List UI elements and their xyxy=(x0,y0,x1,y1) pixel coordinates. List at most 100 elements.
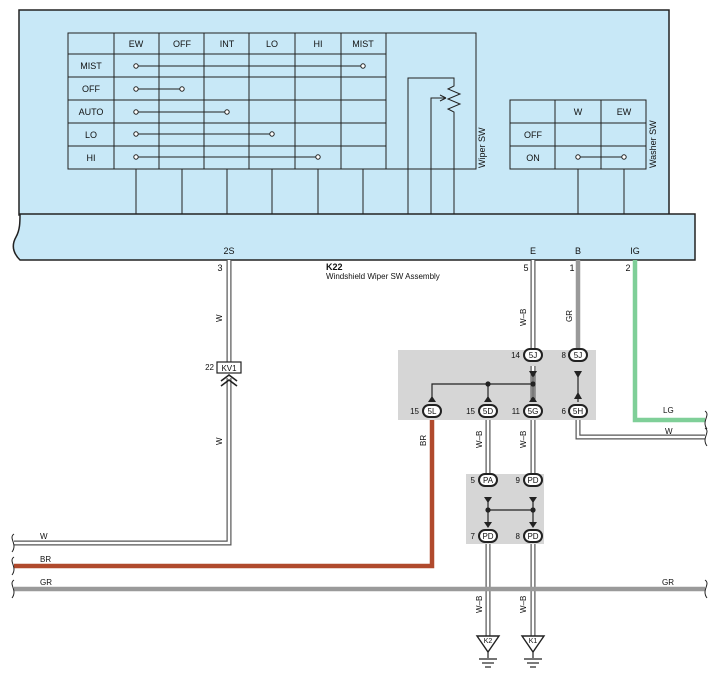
svg-text:PD: PD xyxy=(527,476,538,485)
connector-pa: PA xyxy=(478,473,498,487)
wire-label-gr-3: GR xyxy=(662,578,674,587)
wiper-col-mist: MIST xyxy=(352,39,374,49)
connector-kv1: KV1 xyxy=(216,361,242,387)
wiper-sw-label: Wiper SW xyxy=(477,127,487,168)
wire-color-labels: W W W–B GR BR W–B W–B W–B W–B LG W W BR … xyxy=(40,309,674,613)
connector-pd-9: PD xyxy=(523,473,543,487)
svg-text:K1: K1 xyxy=(529,638,538,645)
connector-5g: 5G xyxy=(523,404,543,418)
svg-text:11: 11 xyxy=(512,407,521,416)
terminal-ig: IG xyxy=(630,246,640,256)
wires-white xyxy=(14,260,705,638)
svg-text:15: 15 xyxy=(466,407,475,416)
wiper-col-ew: EW xyxy=(129,39,144,49)
pin-5: 5 xyxy=(523,263,528,273)
washer-col-w: W xyxy=(574,107,583,117)
svg-text:8: 8 xyxy=(516,532,521,541)
int-volume-resistor xyxy=(407,77,462,214)
wire-label-lg: LG xyxy=(663,406,674,415)
svg-text:8: 8 xyxy=(562,351,567,360)
washer-col-ew: EW xyxy=(617,107,632,117)
svg-text:7: 7 xyxy=(471,532,476,541)
wire-label-gr-1: GR xyxy=(565,310,574,322)
connector-5d: 5D xyxy=(478,404,498,418)
wiper-row-auto: AUTO xyxy=(79,107,104,117)
wiper-row-off: OFF xyxy=(82,84,100,94)
svg-text:9: 9 xyxy=(516,476,521,485)
washer-switch-table xyxy=(509,99,647,214)
wiper-table-rows: MIST OFF AUTO LO HI xyxy=(79,61,104,163)
svg-text:6: 6 xyxy=(562,407,567,416)
connector-5j-14: 5J xyxy=(523,348,543,362)
wire-gray xyxy=(14,260,705,592)
pin-1: 1 xyxy=(569,263,574,273)
washer-sw-label: Washer SW xyxy=(648,120,658,168)
wire-label-gr-2: GR xyxy=(40,578,52,587)
svg-text:5G: 5G xyxy=(528,407,539,416)
wire-label-w-2: W xyxy=(215,437,224,445)
wire-green xyxy=(632,260,705,423)
pin-2: 2 xyxy=(625,263,630,273)
svg-text:14: 14 xyxy=(511,351,520,360)
connector-5l: 5L xyxy=(422,404,442,418)
wire-label-w-4: W xyxy=(40,532,48,541)
wire-label-wb-4: W–B xyxy=(475,596,484,613)
wiper-continuity-links xyxy=(133,63,366,160)
component-body xyxy=(12,9,696,261)
wire-label-wb-2: W–B xyxy=(475,431,484,448)
ground-k1: K1 xyxy=(520,635,546,668)
wiper-col-off: OFF xyxy=(173,39,191,49)
connector-pills: 5J 5J 5L 5D 5G 5H PA PD xyxy=(422,348,588,543)
connector-5j-8: 5J xyxy=(568,348,588,362)
component-name: Windshield Wiper SW Assembly xyxy=(326,272,440,281)
pin-3: 3 xyxy=(217,263,222,273)
wiper-row-lo: LO xyxy=(85,130,97,140)
svg-text:5H: 5H xyxy=(573,407,583,416)
connector-pd-8: PD xyxy=(523,529,543,543)
connector-5h: 5H xyxy=(568,404,588,418)
svg-text:KV1: KV1 xyxy=(221,364,237,373)
wire-label-wb-1: W–B xyxy=(519,309,528,326)
wiper-col-hi: HI xyxy=(314,39,323,49)
svg-text:22: 22 xyxy=(205,363,214,372)
svg-text:5J: 5J xyxy=(574,351,582,360)
terminal-2s: 2S xyxy=(223,246,234,256)
connector-pd-7: PD xyxy=(478,529,498,543)
arrow-marks xyxy=(428,371,582,528)
wiper-col-lo: LO xyxy=(266,39,278,49)
connector-pin-numbers: 14 8 15 15 11 6 5 9 7 8 22 xyxy=(205,351,566,541)
wiper-table-headers: EW OFF INT LO HI MIST xyxy=(129,39,375,49)
wire-label-w-3: W xyxy=(665,427,673,436)
terminal-labels: 2S E B IG 3 5 1 2 xyxy=(217,246,639,273)
svg-text:K2: K2 xyxy=(484,638,493,645)
washer-continuity-link xyxy=(575,154,627,160)
wiper-col-int: INT xyxy=(220,39,235,49)
svg-text:5: 5 xyxy=(471,476,476,485)
continuation-marks xyxy=(11,410,708,599)
wire-brown xyxy=(14,420,435,569)
svg-text:15: 15 xyxy=(410,407,419,416)
ground-k2: K2 xyxy=(475,635,501,668)
wire-label-br-2: BR xyxy=(40,555,51,564)
svg-text:PA: PA xyxy=(483,476,494,485)
wire-label-wb-3: W–B xyxy=(519,431,528,448)
svg-text:5J: 5J xyxy=(529,351,537,360)
wiper-row-mist: MIST xyxy=(80,61,102,71)
component-code: K22 xyxy=(326,262,343,272)
wiper-row-hi: HI xyxy=(87,153,96,163)
terminal-b: B xyxy=(575,246,581,256)
washer-table-text: W EW OFF ON xyxy=(524,107,632,163)
wire-label-br-1: BR xyxy=(419,435,428,446)
wire-label-wb-5: W–B xyxy=(519,596,528,613)
terminal-e: E xyxy=(530,246,536,256)
splice-dots xyxy=(485,381,536,513)
svg-text:PD: PD xyxy=(482,532,493,541)
wiper-switch-table xyxy=(67,32,477,214)
washer-row-on: ON xyxy=(526,153,540,163)
svg-text:PD: PD xyxy=(527,532,538,541)
wire-label-w-1: W xyxy=(215,314,224,322)
washer-row-off: OFF xyxy=(524,130,542,140)
svg-text:5L: 5L xyxy=(428,407,437,416)
svg-text:5D: 5D xyxy=(483,407,493,416)
